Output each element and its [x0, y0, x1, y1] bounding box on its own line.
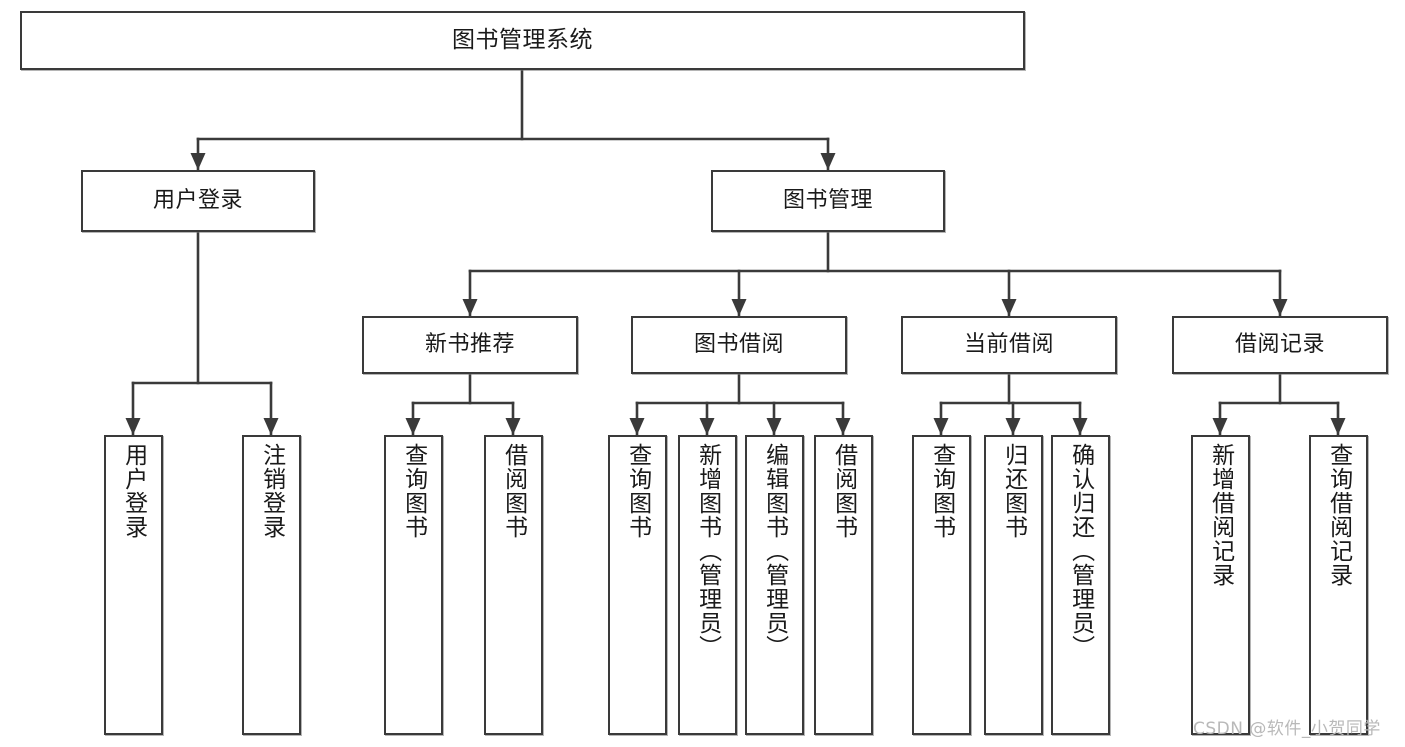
leaf-edit-book[interactable]: 编辑图书（管理员） [745, 435, 804, 735]
leaf-borrow-book-1-label: 借阅图书 [500, 443, 527, 539]
leaf-user-logout[interactable]: 注销登录 [242, 435, 301, 735]
leaf-query-book-3[interactable]: 查询图书 [912, 435, 971, 735]
node-book-manage-label: 图书管理 [782, 188, 873, 214]
leaf-borrow-book-2-label: 借阅图书 [830, 443, 857, 539]
node-new-book-recommend[interactable]: 新书推荐 [362, 316, 578, 374]
leaf-query-book-1[interactable]: 查询图书 [384, 435, 443, 735]
leaf-user-login-label: 用户登录 [120, 443, 147, 539]
node-user-login-label: 用户登录 [152, 188, 243, 214]
node-user-login[interactable]: 用户登录 [81, 170, 315, 232]
node-current-borrow[interactable]: 当前借阅 [901, 316, 1117, 374]
leaf-query-book-3-label: 查询图书 [928, 443, 955, 539]
node-root[interactable]: 图书管理系统 [20, 11, 1025, 70]
node-new-book-recommend-label: 新书推荐 [424, 332, 515, 358]
leaf-query-book-1-label: 查询图书 [400, 443, 427, 539]
leaf-return-book-label: 归还图书 [1000, 443, 1027, 539]
leaf-borrow-book-2[interactable]: 借阅图书 [814, 435, 873, 735]
node-borrow-record[interactable]: 借阅记录 [1172, 316, 1388, 374]
leaf-query-book-2[interactable]: 查询图书 [608, 435, 667, 735]
csdn-watermark: CSDN @软件_小贺同学 [1193, 719, 1381, 739]
leaf-user-logout-label: 注销登录 [258, 443, 285, 539]
node-borrow-record-label: 借阅记录 [1234, 332, 1325, 358]
leaf-return-book[interactable]: 归还图书 [984, 435, 1043, 735]
leaf-add-book-label: 新增图书（管理员） [694, 443, 721, 659]
node-current-borrow-label: 当前借阅 [963, 332, 1054, 358]
leaf-confirm-return[interactable]: 确认归还（管理员） [1051, 435, 1110, 735]
node-book-borrow-label: 图书借阅 [693, 332, 784, 358]
leaf-add-borrow-record-label: 新增借阅记录 [1207, 443, 1234, 587]
node-book-manage[interactable]: 图书管理 [711, 170, 945, 232]
leaf-user-login[interactable]: 用户登录 [104, 435, 163, 735]
leaf-borrow-book-1[interactable]: 借阅图书 [484, 435, 543, 735]
leaf-confirm-return-label: 确认归还（管理员） [1067, 443, 1094, 659]
leaf-query-book-2-label: 查询图书 [624, 443, 651, 539]
leaf-add-borrow-record[interactable]: 新增借阅记录 [1191, 435, 1250, 735]
leaf-add-book[interactable]: 新增图书（管理员） [678, 435, 737, 735]
node-root-label: 图书管理系统 [452, 26, 593, 53]
leaf-query-borrow-record[interactable]: 查询借阅记录 [1309, 435, 1368, 735]
leaf-edit-book-label: 编辑图书（管理员） [761, 443, 788, 659]
node-book-borrow[interactable]: 图书借阅 [631, 316, 847, 374]
leaf-query-borrow-record-label: 查询借阅记录 [1325, 443, 1352, 587]
